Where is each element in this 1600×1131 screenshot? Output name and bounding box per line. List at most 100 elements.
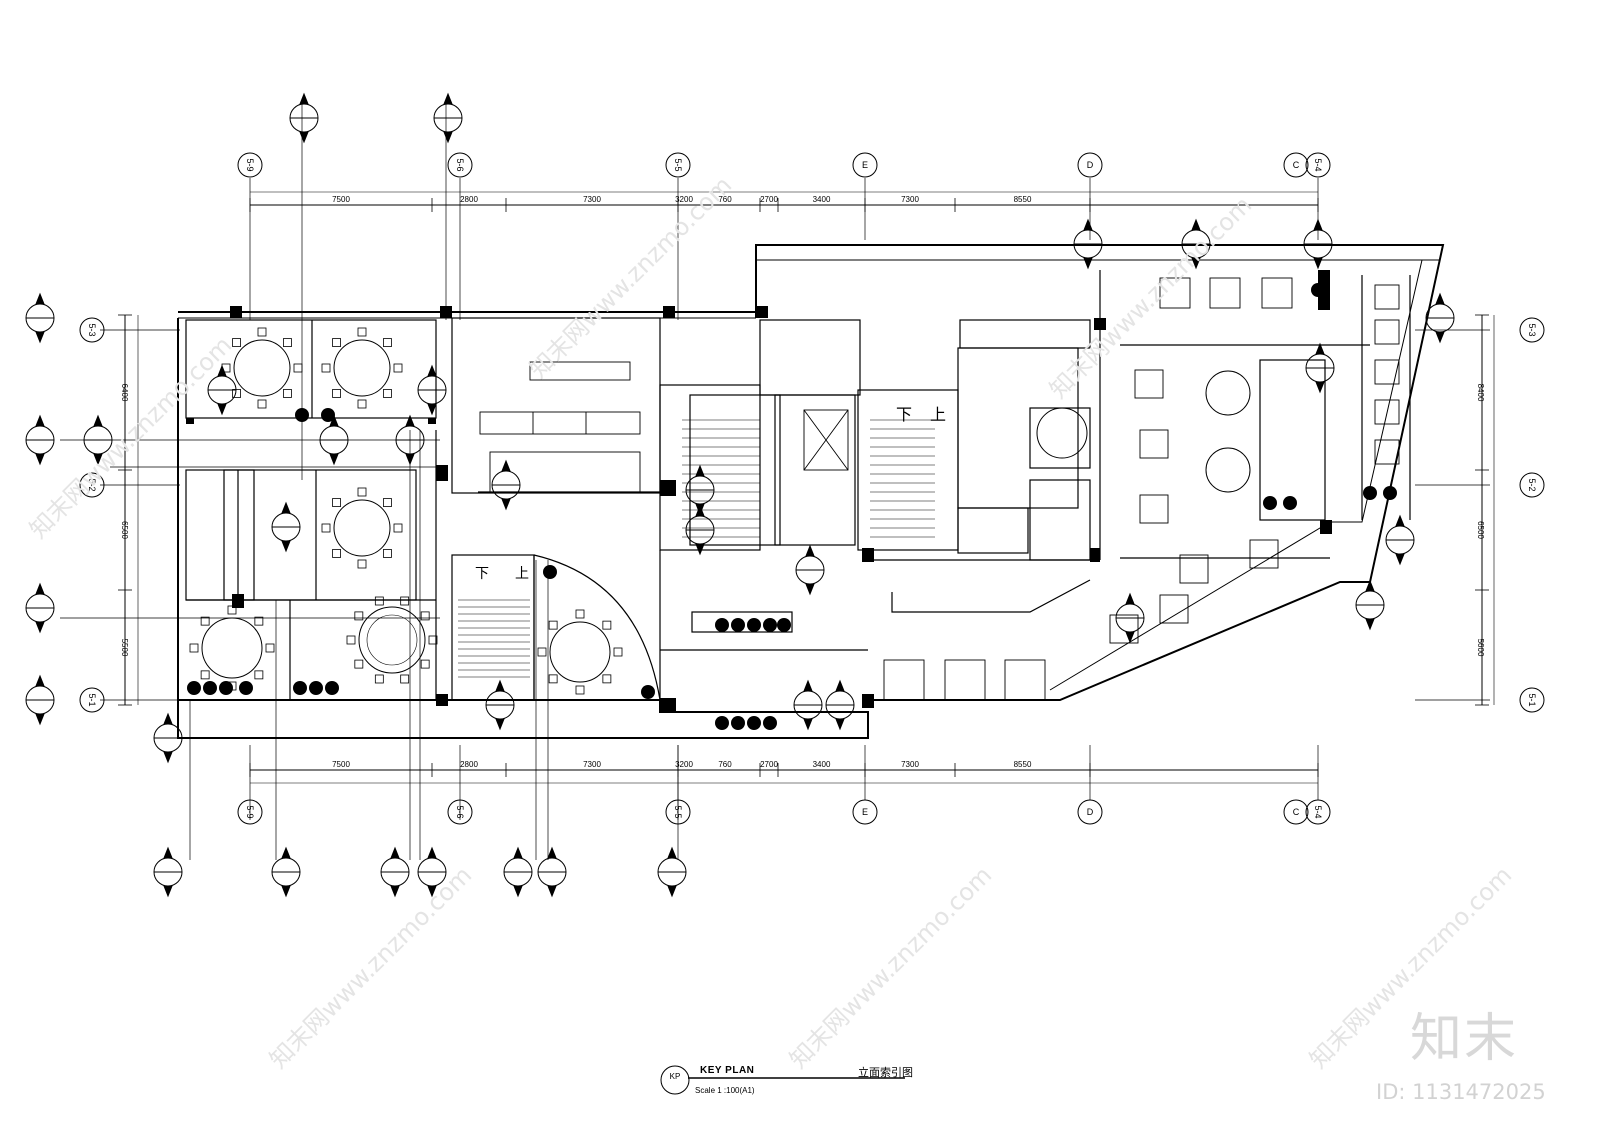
fixture — [321, 408, 335, 422]
dimension-label: 2800 — [460, 195, 478, 204]
chair — [354, 659, 364, 669]
chair — [383, 389, 392, 398]
chair — [357, 399, 367, 409]
chair — [254, 670, 264, 680]
fixture — [295, 408, 309, 422]
chair — [393, 363, 403, 373]
dimension-label: 6400 — [120, 384, 129, 402]
elevation-index-marker — [25, 582, 55, 634]
grid-bubble-label: 5-2 — [1527, 478, 1537, 491]
fixture — [715, 618, 729, 632]
grid-bubble — [79, 687, 105, 713]
elevation-index-marker — [25, 414, 55, 466]
dimension-label: 7300 — [901, 195, 919, 204]
grid-bubble-label: 5-6 — [455, 158, 465, 171]
elevation-index-marker — [491, 459, 521, 511]
elevation-index-marker — [685, 504, 715, 556]
chair — [357, 559, 367, 569]
fixture — [219, 681, 233, 695]
dimension-label: 5500 — [120, 639, 129, 657]
chair — [537, 647, 547, 657]
dimension-label: 760 — [718, 760, 732, 769]
watermark-brand: 知末 — [1410, 1009, 1519, 1069]
grid-bubble-label: 5-1 — [87, 693, 97, 706]
elevation-index-marker — [825, 679, 855, 731]
grid-bubble — [237, 152, 263, 178]
chair — [400, 674, 410, 684]
chair — [575, 609, 585, 619]
fixture — [239, 681, 253, 695]
chair — [613, 647, 623, 657]
grid-bubble — [237, 799, 263, 825]
grid-bubble — [79, 317, 105, 343]
dimension-label: 8550 — [1014, 195, 1032, 204]
chair — [354, 611, 364, 621]
grid-bubble-label: 5-9 — [245, 158, 255, 171]
chair — [265, 643, 275, 653]
chair — [321, 523, 331, 533]
grid-bubble — [447, 799, 473, 825]
elevation-index-marker — [1115, 592, 1145, 644]
grid-bubble-label: E — [862, 807, 868, 817]
grid-bubble — [79, 472, 105, 498]
fixture — [747, 716, 761, 730]
chair — [332, 389, 341, 398]
chair — [383, 549, 392, 558]
chair — [283, 338, 292, 347]
elevation-index-marker — [657, 846, 687, 898]
fixture — [777, 618, 791, 632]
fixture — [1363, 486, 1377, 500]
elevation-index-marker — [537, 846, 567, 898]
grid-bubble-label: 5-1 — [1527, 693, 1537, 706]
elevation-index-marker — [395, 414, 425, 466]
grid-bubble — [1519, 317, 1545, 343]
grid-bubble-label: E — [862, 160, 868, 170]
fixture — [763, 716, 777, 730]
grid-bubble — [665, 152, 691, 178]
chair — [189, 643, 199, 653]
dimension-label: 6500 — [120, 521, 129, 539]
grid-bubble-label: D — [1087, 160, 1094, 170]
elevation-index-marker — [319, 414, 349, 466]
elevation-index-marker — [25, 292, 55, 344]
chair — [400, 596, 410, 606]
grid-bubble-label: C — [1293, 807, 1300, 817]
dimension-label: 3200 — [675, 195, 693, 204]
fixture — [187, 681, 201, 695]
fixture — [1383, 486, 1397, 500]
elevation-index-marker — [485, 679, 515, 731]
grid-bubble-label: 5-4 — [1313, 158, 1323, 171]
fixture — [325, 681, 339, 695]
chair — [257, 399, 267, 409]
elevation-index-marker — [289, 92, 319, 144]
fixture — [1263, 496, 1277, 510]
key-plan-tag: KP — [669, 1072, 681, 1081]
elevation-index-marker — [153, 712, 183, 764]
grid-bubble — [447, 152, 473, 178]
chair — [257, 327, 267, 337]
fixture — [763, 618, 777, 632]
grid-bubble — [1283, 152, 1309, 178]
stair-up-label-2: 上 — [515, 566, 529, 582]
chair — [383, 498, 392, 507]
grid-bubble-label: 5-5 — [673, 158, 683, 171]
dimension-label: 760 — [718, 195, 732, 204]
dimension-label: 3400 — [813, 760, 831, 769]
dimension-label: 2800 — [460, 760, 478, 769]
chair — [254, 616, 264, 626]
dimension-label: 7500 — [332, 195, 350, 204]
chair — [383, 338, 392, 347]
chair — [420, 611, 430, 621]
fixture — [641, 685, 655, 699]
fixture — [731, 618, 745, 632]
elevation-index-marker — [271, 501, 301, 553]
chair — [332, 338, 341, 347]
grid-bubble-label: 5-2 — [87, 478, 97, 491]
chair — [357, 327, 367, 337]
grid-bubble — [1305, 152, 1331, 178]
chair — [332, 498, 341, 507]
elevation-index-marker — [793, 679, 823, 731]
elevation-index-marker — [417, 846, 447, 898]
fixture — [543, 565, 557, 579]
chair — [346, 635, 356, 645]
